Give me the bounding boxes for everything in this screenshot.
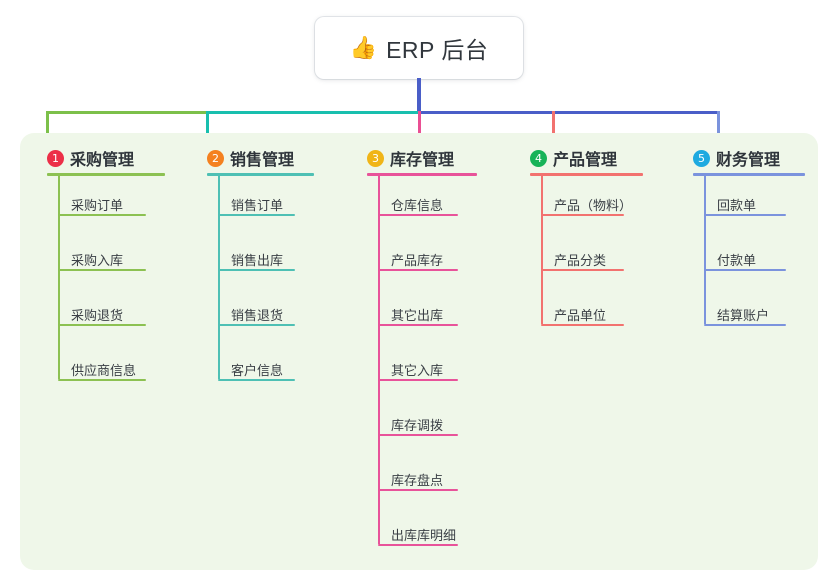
branch-column-1: 1 采购管理采购订单采购入库采购退货供应商信息: [47, 133, 205, 570]
branch-item-label: 采购入库: [71, 253, 124, 268]
branch-column-4: 4 产品管理产品（物料） 产品分类产品单位: [530, 133, 683, 570]
branch-drop-line-1: [46, 111, 49, 146]
branch-number-badge: 4: [530, 149, 547, 167]
branch-item-label: 采购退货: [71, 308, 124, 323]
branch-item-rule: [378, 544, 458, 546]
branch-number-badge: 2: [207, 149, 224, 167]
branches-panel: 1 采购管理采购订单采购入库采购退货供应商信息 2 销售管理销售订单销售出库销售退货客…: [20, 133, 818, 570]
thumbs-up-icon: 👍: [349, 35, 378, 60]
branch-drop-line-2: [206, 111, 209, 146]
root-node-title: ERP 后台: [386, 37, 489, 63]
branch-item-label: 销售出库: [231, 253, 284, 268]
branch-item-label: 其它出库: [391, 308, 444, 323]
branch-title: 库存管理: [390, 152, 455, 169]
branch-item-label: 产品单位: [554, 308, 607, 323]
branch-number-badge: 3: [367, 149, 384, 167]
branch-header-5[interactable]: 5 财务管理: [693, 146, 780, 170]
branch-item-rule: [378, 324, 458, 326]
branch-item-label: 销售订单: [231, 198, 284, 213]
branch-item-label: 回款单: [717, 198, 757, 213]
root-node[interactable]: 👍 ERP 后台: [315, 17, 523, 79]
branch-header-1[interactable]: 1 采购管理: [47, 146, 134, 170]
branch-header-rule: [530, 173, 643, 176]
branch-header-3[interactable]: 3 库存管理: [367, 146, 454, 170]
branch-item-label: 结算账户: [717, 308, 770, 323]
branch-item-rule: [541, 324, 624, 326]
branch-column-2: 2 销售管理销售订单销售出库销售退货客户信息: [207, 133, 354, 570]
branch-item-label: 销售退货: [231, 308, 284, 323]
branch-item-label: 其它入库: [391, 363, 444, 378]
branch-number-badge: 5: [693, 149, 710, 167]
branch-item-label: 库存盘点: [391, 473, 444, 488]
branch-item-rule: [218, 324, 295, 326]
branch-title: 财务管理: [716, 152, 781, 169]
branch-item-label: 出库库明细: [391, 528, 457, 543]
branch-item-rule: [218, 214, 295, 216]
branch-item-label: 采购订单: [71, 198, 124, 213]
branch-header-rule: [693, 173, 805, 176]
branch-item-rule: [378, 269, 458, 271]
branch-header-4[interactable]: 4 产品管理: [530, 146, 617, 170]
branch-trunk-line: [704, 174, 706, 324]
branch-item-label: 产品分类: [554, 253, 607, 268]
branch-header-rule: [367, 173, 477, 176]
branch-drop-line-5: [717, 111, 720, 146]
branch-item-rule: [58, 324, 146, 326]
branch-title: 销售管理: [230, 152, 295, 169]
bus-segment-green: [47, 111, 207, 114]
branch-header-rule: [207, 173, 314, 176]
branch-item-rule: [378, 489, 458, 491]
branch-number-badge: 1: [47, 149, 64, 167]
branch-header-rule: [47, 173, 165, 176]
branch-item-rule: [378, 434, 458, 436]
branch-trunk-line: [218, 174, 220, 379]
branch-item-rule: [58, 214, 146, 216]
branch-item-rule: [704, 324, 786, 326]
branch-drop-line-4: [552, 111, 555, 146]
branch-item-label: 产品库存: [391, 253, 444, 268]
branch-drop-line-3: [418, 111, 421, 146]
branch-trunk-line: [378, 174, 380, 544]
branch-trunk-line: [58, 174, 60, 379]
branch-item-rule: [58, 379, 146, 381]
branch-item-label: 客户信息: [231, 363, 284, 378]
branch-item-label: 库存调拨: [391, 418, 444, 433]
branch-item-label: 仓库信息: [391, 198, 444, 213]
bus-segment-teal: [207, 111, 419, 114]
branch-item-rule: [218, 379, 295, 381]
branch-item-rule: [378, 379, 458, 381]
branch-column-3: 3 库存管理仓库信息产品库存其它出库其它入库库存调拨库存盘点出库库明细: [367, 133, 517, 570]
branch-item-label: 产品（物料）: [554, 198, 633, 213]
branch-item-rule: [541, 214, 624, 216]
branch-column-5: 5 财务管理回款单付款单结算账户: [693, 133, 839, 570]
branch-item-rule: [218, 269, 295, 271]
root-stem-line: [417, 78, 421, 114]
branch-item-rule: [541, 269, 624, 271]
branch-item-rule: [704, 269, 786, 271]
branch-item-label: 付款单: [717, 253, 757, 268]
branch-header-2[interactable]: 2 销售管理: [207, 146, 294, 170]
branch-item-label: 供应商信息: [71, 363, 137, 378]
branch-item-rule: [58, 269, 146, 271]
branch-title: 采购管理: [70, 152, 135, 169]
branch-item-rule: [704, 214, 786, 216]
branch-item-rule: [378, 214, 458, 216]
branch-trunk-line: [541, 174, 543, 324]
branch-title: 产品管理: [553, 152, 618, 169]
bus-segment-blue: [419, 111, 720, 114]
